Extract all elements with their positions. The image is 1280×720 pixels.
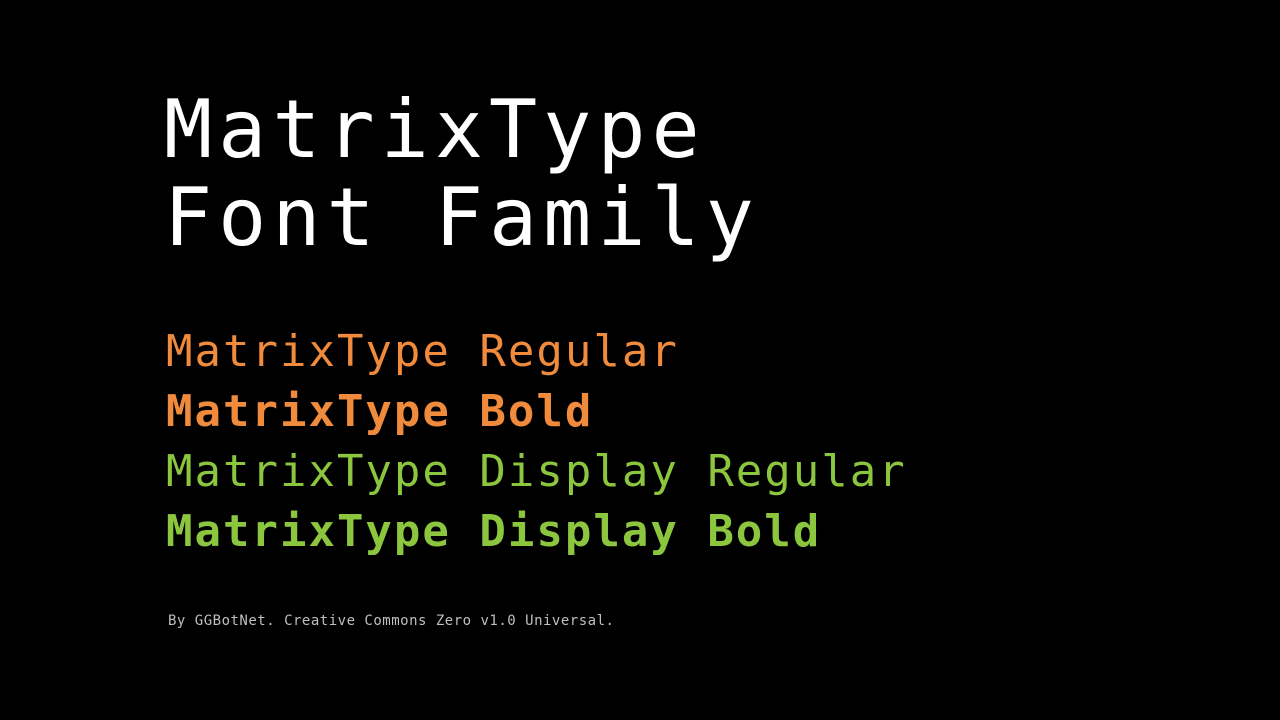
title-line-2: Font Family xyxy=(164,171,760,264)
variant-display-bold: MatrixType Display Bold xyxy=(166,506,822,557)
font-variant-list: MatrixType Regular MatrixType Bold Matri… xyxy=(166,322,907,562)
credit-text: By GGBotNet. Creative Commons Zero v1.0 … xyxy=(168,613,615,629)
page-title: MatrixType Font Family xyxy=(164,86,760,262)
title-line-1: MatrixType xyxy=(164,83,706,176)
variant-regular: MatrixType Regular xyxy=(166,326,679,377)
variant-bold: MatrixType Bold xyxy=(166,386,594,437)
variant-display-regular: MatrixType Display Regular xyxy=(166,446,907,497)
